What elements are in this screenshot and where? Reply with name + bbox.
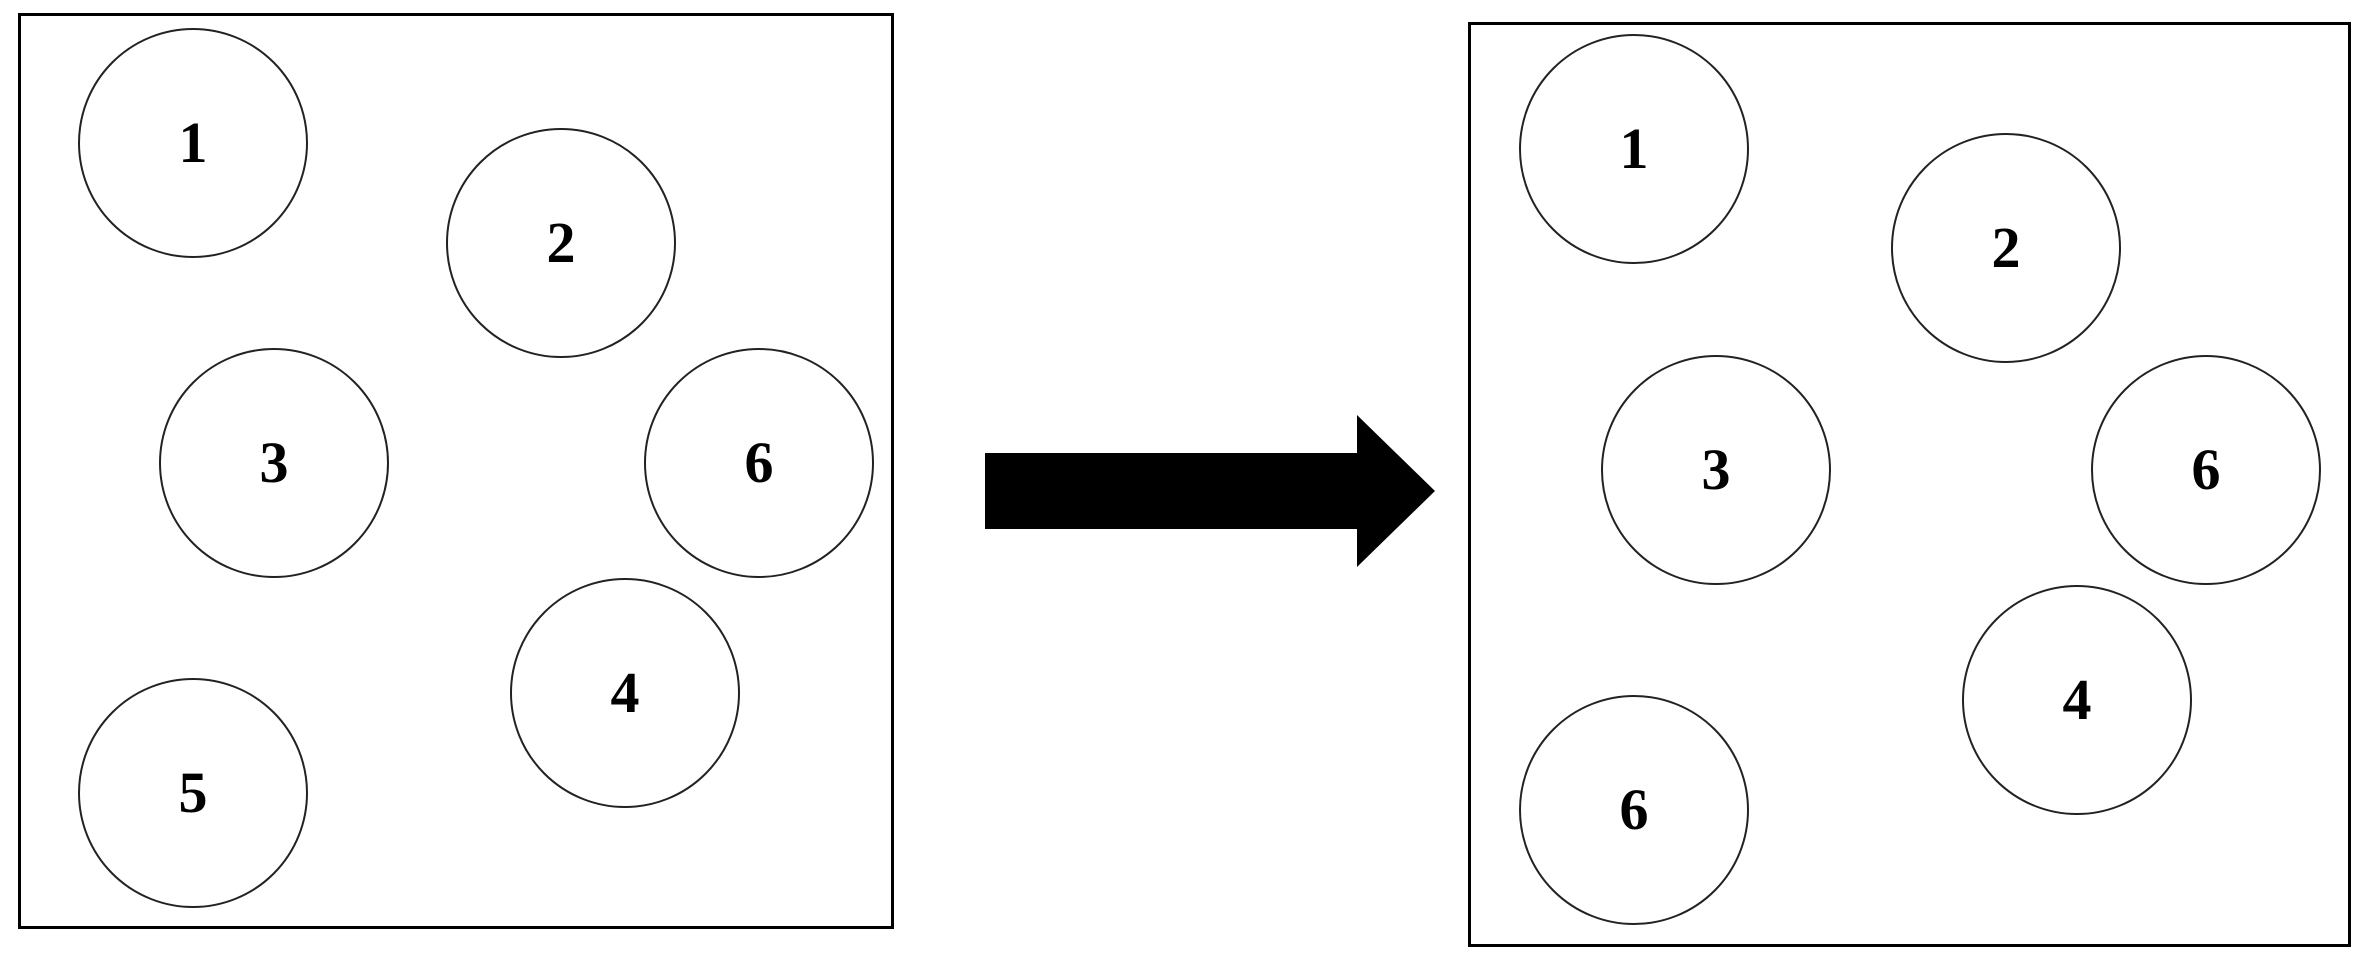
left-circle-2-label: 2: [546, 210, 576, 275]
left-circle-6: 6: [644, 348, 874, 578]
right-circle-4-label: 4: [2062, 667, 2092, 732]
right-circle-3: 3: [1601, 355, 1831, 585]
right-circle-5-label: 6: [1619, 777, 1649, 842]
left-circle-4-label: 4: [610, 660, 640, 725]
right-circle-5: 6: [1519, 695, 1749, 925]
left-circle-5: 5: [78, 678, 308, 908]
left-panel: 1 2 3 4 5 6: [18, 13, 894, 929]
right-circle-1: 1: [1519, 34, 1749, 264]
right-circle-2: 2: [1891, 133, 2121, 363]
left-circle-5-label: 5: [178, 760, 208, 825]
right-circle-6-label: 6: [2191, 437, 2221, 502]
left-circle-1: 1: [78, 28, 308, 258]
right-circle-4: 4: [1962, 585, 2192, 815]
right-circle-1-label: 1: [1619, 116, 1649, 181]
left-circle-1-label: 1: [178, 110, 208, 175]
right-circle-3-label: 3: [1701, 437, 1731, 502]
left-circle-3-label: 3: [259, 430, 289, 495]
left-circle-2: 2: [446, 128, 676, 358]
left-circle-3: 3: [159, 348, 389, 578]
right-panel: 1 2 3 4 6 6: [1468, 22, 2351, 947]
left-circle-4: 4: [510, 578, 740, 808]
left-circle-6-label: 6: [744, 430, 774, 495]
right-arrow-icon: [985, 415, 1435, 567]
right-circle-6: 6: [2091, 355, 2321, 585]
right-circle-2-label: 2: [1991, 215, 2021, 280]
